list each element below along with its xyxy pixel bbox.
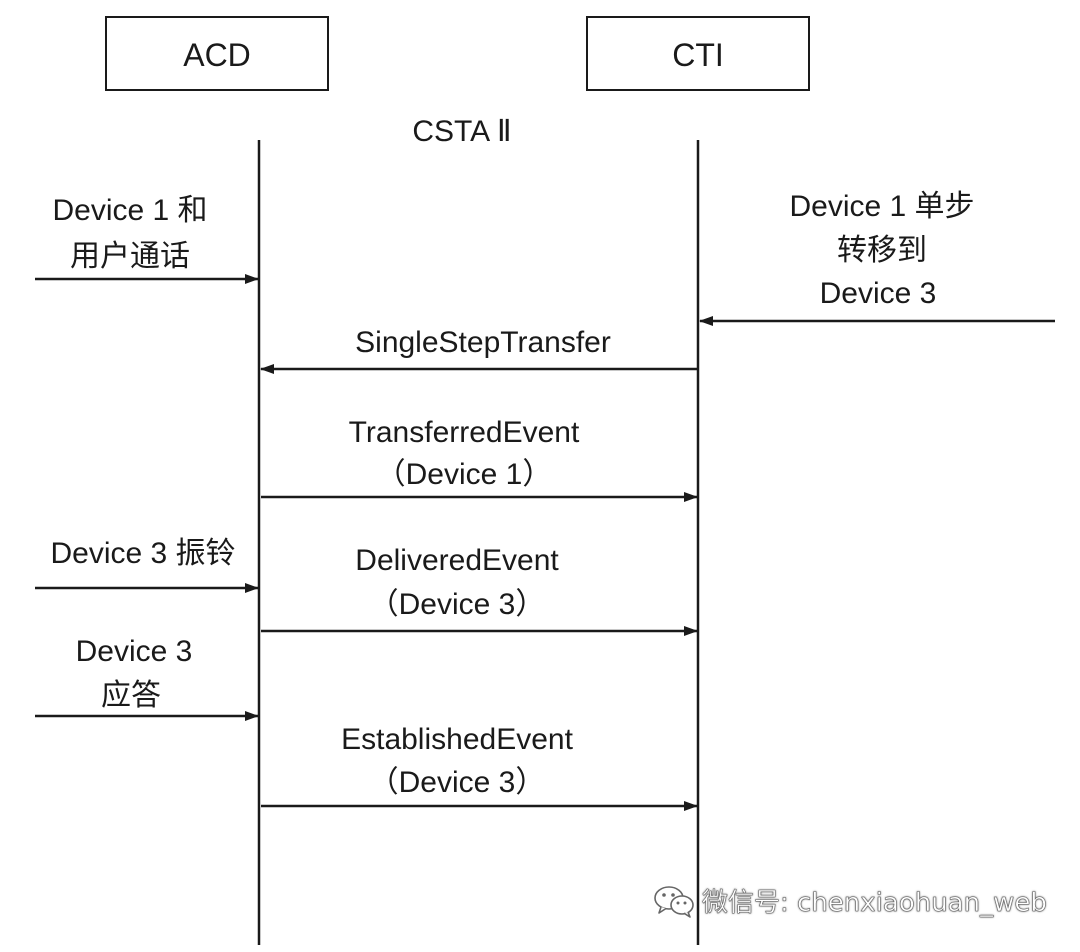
participant-acd-box xyxy=(105,16,329,91)
participant-acd: ACD xyxy=(105,16,329,91)
participant-cti: CTI xyxy=(586,16,810,91)
message-transferred-event: TransferredEvent （Device 1） xyxy=(261,416,698,502)
message-established-event: EstablishedEvent （Device 3） xyxy=(261,723,698,811)
wechat-icon xyxy=(654,885,694,918)
external-answer-line-1: Device 3 xyxy=(76,635,193,668)
watermark-text: 微信号: chenxiaohuan_web xyxy=(702,888,1047,919)
external-transfer-group: Device 1 单步 转移到 Device 3 xyxy=(699,190,1055,326)
external-ringing-label: Device 3 振铃 xyxy=(50,537,235,570)
external-talk-group: Device 1 和 用户通话 xyxy=(35,194,259,284)
watermark: 微信号: chenxiaohuan_web xyxy=(652,882,1047,919)
protocol-label: CSTA Ⅱ xyxy=(412,115,511,148)
participant-cti-box xyxy=(586,16,810,91)
external-answer-group: Device 3 应答 xyxy=(35,635,259,721)
message-single-step-transfer: SingleStepTransfer xyxy=(260,326,697,374)
external-transfer-line-1: Device 1 单步 xyxy=(789,190,974,223)
delivered-event-line-2: （Device 3） xyxy=(369,588,546,621)
external-answer-line-2: 应答 xyxy=(101,679,161,712)
external-ringing-group: Device 3 振铃 xyxy=(35,537,259,593)
external-transfer-line-2: 转移到 xyxy=(837,234,927,267)
external-talk-line-1: Device 1 和 xyxy=(52,194,207,227)
transferred-event-line-1: TransferredEvent xyxy=(349,416,580,449)
transferred-event-line-2: （Device 1） xyxy=(376,458,553,491)
message-delivered-event: DeliveredEvent （Device 3） xyxy=(261,544,698,636)
delivered-event-line-1: DeliveredEvent xyxy=(355,544,559,577)
participant-acd-label: ACD xyxy=(183,37,251,73)
established-event-line-2: （Device 3） xyxy=(369,766,546,799)
external-transfer-line-3: Device 3 xyxy=(820,277,937,310)
participant-cti-label: CTI xyxy=(672,37,724,73)
external-talk-line-2: 用户通话 xyxy=(70,240,190,273)
single-step-transfer-label: SingleStepTransfer xyxy=(355,326,611,359)
established-event-line-1: EstablishedEvent xyxy=(341,723,573,756)
